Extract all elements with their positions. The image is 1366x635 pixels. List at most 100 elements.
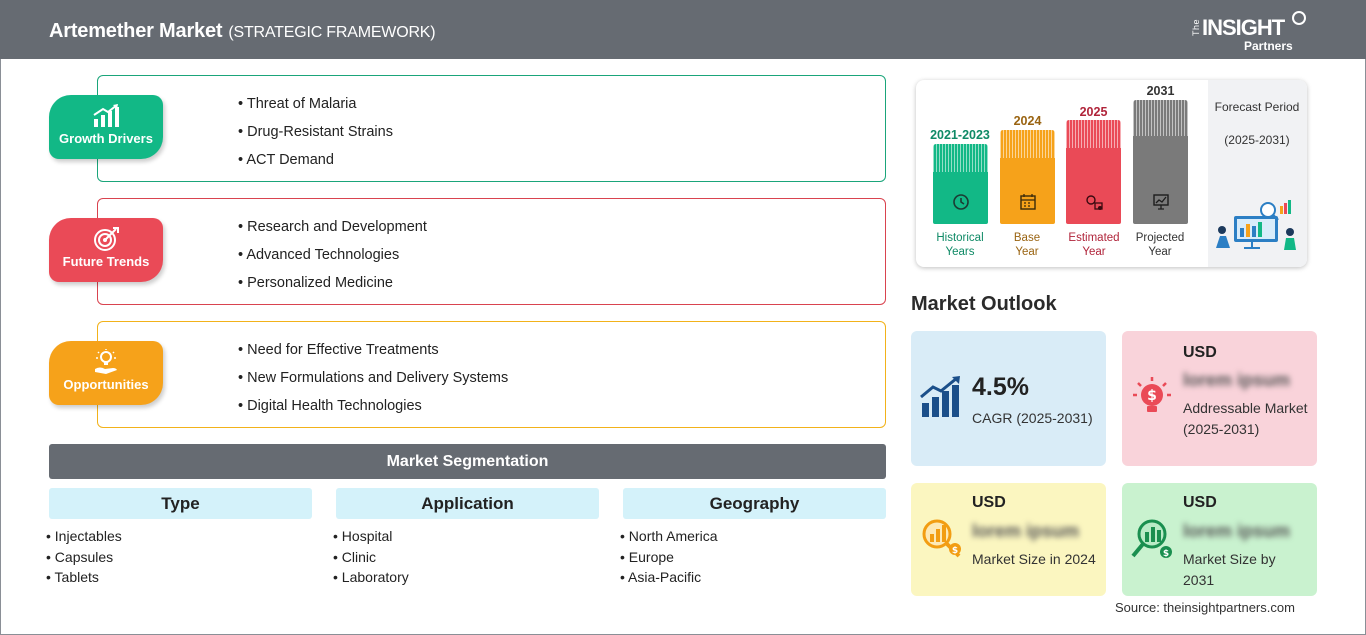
list-item: Drug-Resistant Strains	[238, 122, 393, 150]
badge-label: Future Trends	[62, 254, 150, 269]
list-item: ACT Demand	[238, 150, 393, 178]
timeline-caption: Projected Year	[1120, 231, 1200, 259]
timeline-bar-projected	[1133, 100, 1188, 224]
source-credit[interactable]: Source: theinsightpartners.com	[1115, 600, 1295, 615]
segment-geography: Geography North America Europe Asia-Paci…	[623, 488, 886, 588]
forecast-title: Forecast Period	[1214, 100, 1300, 114]
magnifier-chart-icon: $	[1131, 519, 1172, 559]
header-bar: Artemether Market(STRATEGIC FRAMEWORK) T…	[0, 0, 1366, 59]
bar-stripes	[1066, 120, 1121, 148]
growth-drivers-row: Threat of Malaria Drug-Resistant Strains…	[49, 75, 886, 182]
segment-header: Application	[336, 488, 599, 519]
timeline-year: 2021-2023	[930, 128, 990, 142]
growth-bars-icon	[920, 376, 960, 417]
timeline-bar-estimated	[1066, 120, 1121, 224]
list-item: Advanced Technologies	[238, 245, 427, 273]
gear-chart-icon	[1086, 195, 1103, 210]
caption-line: Historical	[936, 232, 984, 244]
cagr-label: CAGR (2025-2031)	[972, 410, 1093, 426]
list-item: Injectables	[46, 526, 312, 547]
caption-line: Year	[1082, 246, 1106, 258]
svg-text:$: $	[1147, 388, 1157, 404]
growth-chart-icon	[93, 104, 119, 127]
caption-line: Year	[1015, 246, 1039, 258]
logo-the: The	[1191, 19, 1201, 37]
growth-drivers-badge: Growth Drivers	[49, 95, 163, 159]
insight-partners-logo[interactable]: The INSIGHT Partners	[1188, 10, 1313, 54]
timeline-year: 2024	[1013, 114, 1042, 128]
svg-text:$: $	[952, 546, 958, 556]
growth-drivers-list: Threat of Malaria Drug-Resistant Strains…	[238, 94, 393, 178]
list-item: Capsules	[46, 547, 312, 568]
presentation-board-icon	[1153, 194, 1169, 210]
opportunities-list: Need for Effective Treatments New Formul…	[238, 340, 508, 424]
size-2031-value: lorem ipsum	[1183, 521, 1291, 541]
segmentation-title: Market Segmentation	[49, 444, 886, 479]
addressable-currency: USD	[1183, 344, 1217, 361]
market-outlook-title: Market Outlook	[911, 293, 1057, 315]
list-item: Hospital	[333, 526, 599, 547]
segment-list: Hospital Clinic Laboratory	[333, 526, 599, 588]
svg-text:$: $	[1163, 549, 1169, 559]
future-trends-box: Research and Development Advanced Techno…	[97, 198, 886, 305]
size-2024-currency: USD	[972, 494, 1006, 511]
badge-label: Opportunities	[63, 377, 149, 392]
caption-line: Projected	[1135, 232, 1185, 244]
list-item: Personalized Medicine	[238, 273, 427, 301]
opportunities-box: Need for Effective Treatments New Formul…	[97, 321, 886, 428]
timeline-bar-historical	[933, 144, 988, 224]
cagr-card: 4.5% CAGR (2025-2031)	[911, 331, 1106, 466]
size-2031-currency: USD	[1183, 494, 1217, 511]
title-text: Artemether Market	[49, 20, 223, 42]
target-icon	[94, 227, 119, 251]
list-item: Threat of Malaria	[238, 94, 393, 122]
market-size-2024-card: $ USD lorem ipsum Market Size in 2024	[911, 483, 1106, 596]
addressable-market-card: $ USD lorem ipsum Addressable Market (20…	[1122, 331, 1317, 466]
list-item: Tablets	[46, 567, 312, 588]
dollar-bulb-icon: $	[1133, 377, 1171, 412]
future-trends-row: Research and Development Advanced Techno…	[49, 198, 886, 305]
list-item: New Formulations and Delivery Systems	[238, 368, 508, 396]
addressable-label: Addressable Market (2025-2031)	[1183, 400, 1308, 437]
segment-list: North America Europe Asia-Pacific	[620, 526, 886, 588]
logo-sub: Partners	[1244, 39, 1293, 53]
segment-application: Application Hospital Clinic Laboratory	[336, 488, 599, 588]
timeline-bar-base	[1000, 130, 1055, 224]
addressable-value: lorem ipsum	[1183, 370, 1291, 390]
segment-header: Geography	[623, 488, 886, 519]
timeline-caption: Historical Years	[920, 231, 1000, 259]
page-title: Artemether Market(STRATEGIC FRAMEWORK)	[49, 20, 436, 43]
segment-type: Type Injectables Capsules Tablets	[49, 488, 312, 588]
list-item: Europe	[620, 547, 886, 568]
caption-line: Years	[945, 246, 975, 258]
logo-ring-icon	[1292, 11, 1306, 25]
history-clock-icon	[953, 194, 969, 210]
market-size-2031-card: $ USD lorem ipsum Market Size by 2031	[1122, 483, 1317, 596]
list-item: Research and Development	[238, 217, 427, 245]
opportunities-badge: Opportunities	[49, 341, 163, 405]
cagr-value: 4.5%	[972, 373, 1029, 401]
analytics-people-icon	[1216, 200, 1296, 250]
future-trends-list: Research and Development Advanced Techno…	[238, 217, 427, 301]
forecast-range: (2025-2031)	[1224, 133, 1290, 147]
list-item: Digital Health Technologies	[238, 396, 508, 424]
list-item: Asia-Pacific	[620, 567, 886, 588]
badge-label: Growth Drivers	[59, 131, 153, 146]
segment-header: Type	[49, 488, 312, 519]
size-2024-label: Market Size in 2024	[972, 551, 1096, 567]
growth-drivers-box: Threat of Malaria Drug-Resistant Strains…	[97, 75, 886, 182]
bar-stripes	[1133, 100, 1188, 136]
caption-line: Base	[1013, 232, 1041, 244]
timeline-year: 2031	[1146, 84, 1175, 98]
caption-line: Year	[1148, 246, 1172, 258]
segment-list: Injectables Capsules Tablets	[46, 526, 312, 588]
opportunities-row: Need for Effective Treatments New Formul…	[49, 321, 886, 428]
timeline-caption: Base Year	[987, 231, 1067, 259]
lightbulb-hand-icon	[95, 349, 117, 374]
timeline-caption: Estimated Year	[1054, 231, 1134, 259]
list-item: Laboratory	[333, 567, 599, 588]
list-item: Clinic	[333, 547, 599, 568]
bar-stripes	[1000, 130, 1055, 158]
timeline-card: 2021-2023 Historical Years 2024 Base Yea…	[916, 80, 1307, 267]
size-2024-value: lorem ipsum	[972, 521, 1080, 541]
